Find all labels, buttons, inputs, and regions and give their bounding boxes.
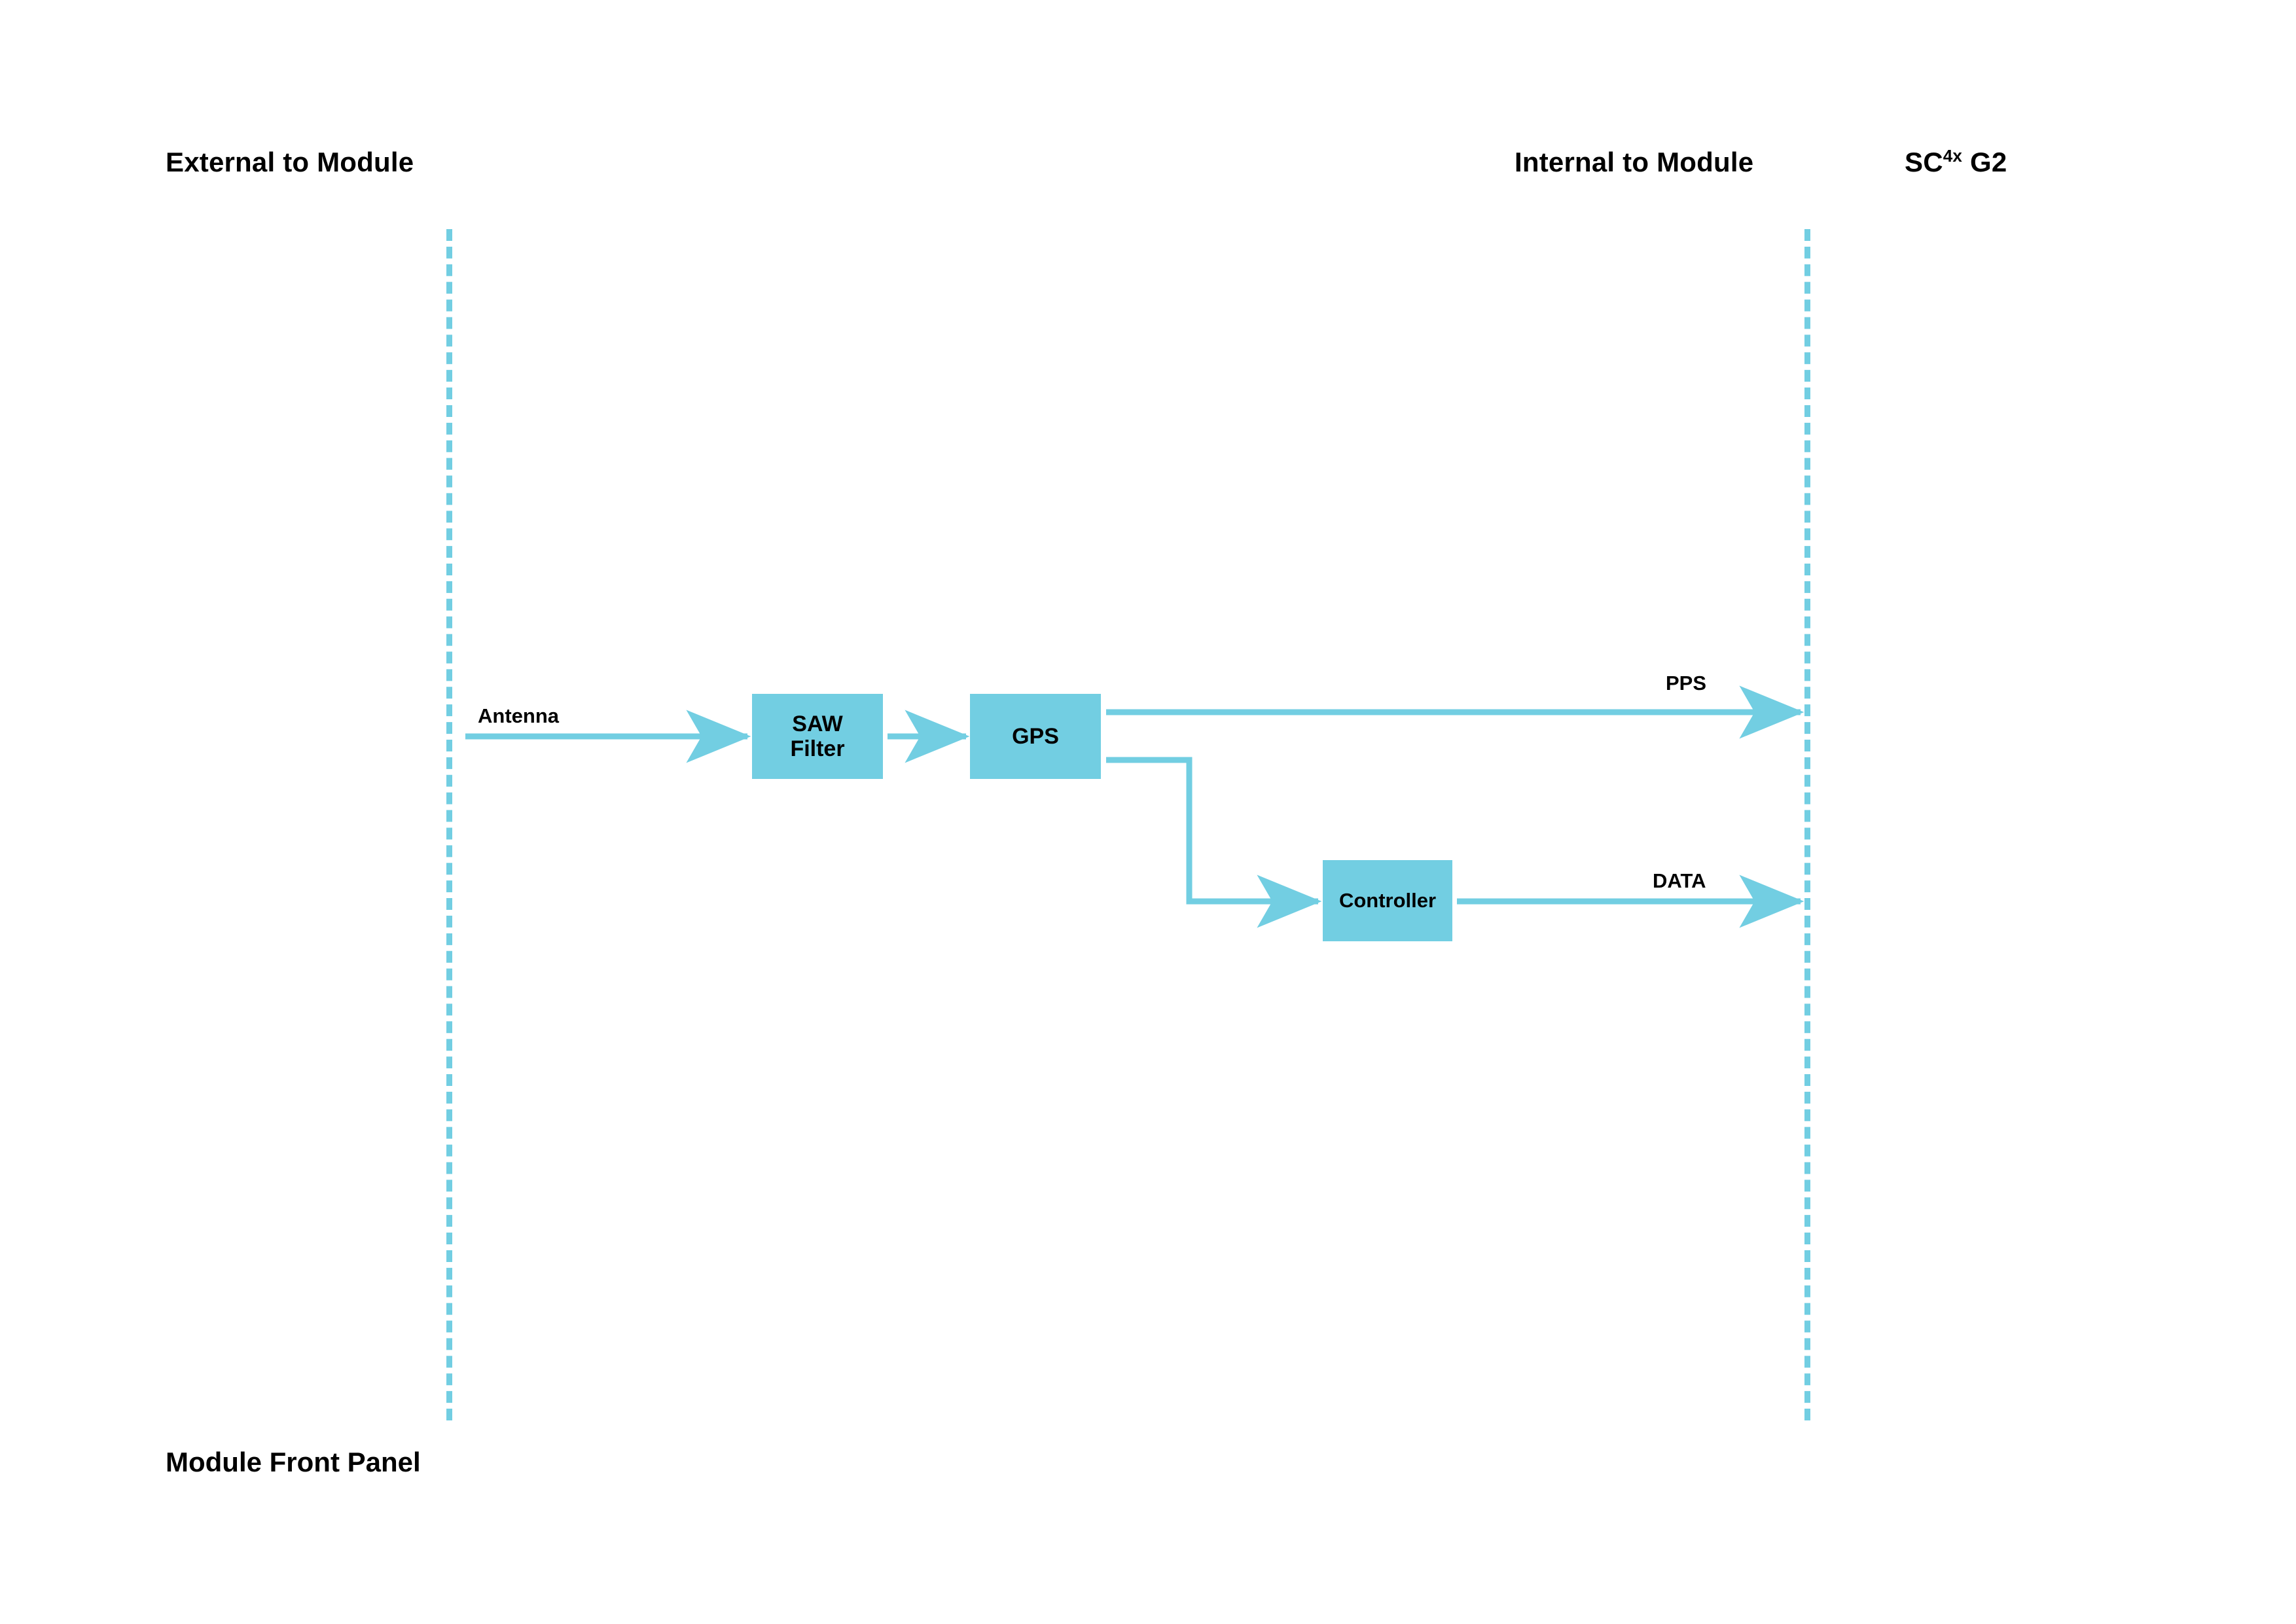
- arrow-gps-to-controller: [1106, 757, 1322, 928]
- antenna-label: Antenna: [478, 704, 559, 727]
- internal-to-module-label: Internal to Module: [1515, 147, 1754, 177]
- block-gps-label: GPS: [1012, 723, 1059, 749]
- block-controller-label: Controller: [1338, 888, 1437, 912]
- block-controller[interactable]: Controller: [1323, 860, 1452, 941]
- module-internal-boundary-line: [1804, 229, 1810, 1420]
- product-prefix: SC: [1905, 147, 1943, 177]
- product-suffix: G2: [1962, 147, 2007, 177]
- front-panel-boundary-line: [446, 229, 452, 1420]
- block-saw-filter-label: SAW Filter: [790, 712, 844, 761]
- block-saw-filter-line1: SAW: [792, 711, 843, 736]
- block-saw-filter[interactable]: SAW Filter: [752, 694, 883, 779]
- block-gps[interactable]: GPS: [970, 694, 1101, 779]
- block-saw-filter-line2: Filter: [790, 736, 845, 761]
- product-name-label: SC4x G2: [1905, 146, 2007, 177]
- data-label: DATA: [1653, 869, 1706, 892]
- pps-label: PPS: [1666, 672, 1707, 695]
- module-front-panel-label: Module Front Panel: [166, 1447, 421, 1477]
- product-superscript: 4x: [1943, 146, 1963, 166]
- external-to-module-label: External to Module: [166, 147, 414, 177]
